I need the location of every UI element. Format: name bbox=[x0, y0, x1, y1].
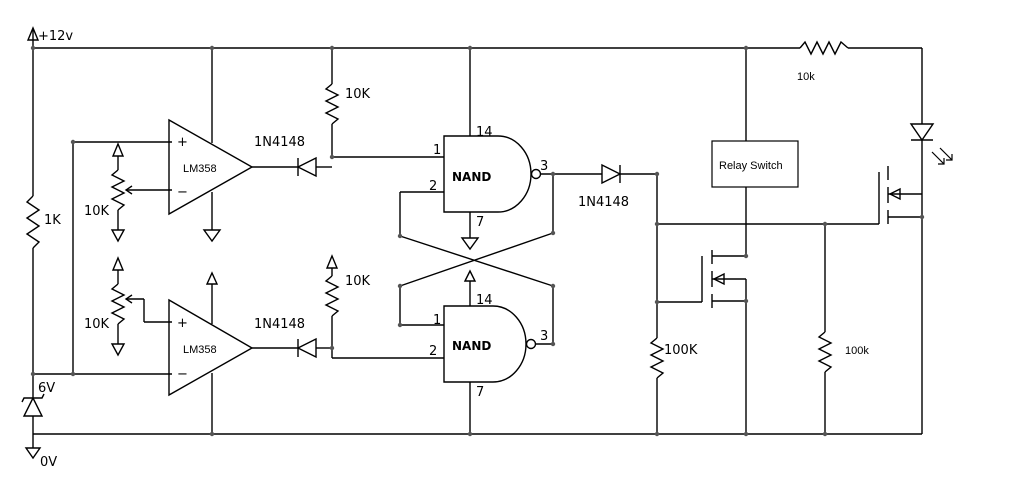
pot-bottom-label: 10K bbox=[84, 317, 110, 332]
opamp-bottom: LM358 + − bbox=[168, 271, 298, 434]
latch-cross-wiring bbox=[399, 174, 554, 344]
reference-wires bbox=[33, 141, 172, 375]
left-divider: 1K bbox=[25, 48, 61, 398]
opamp-bottom-label: LM358 bbox=[183, 344, 217, 356]
gate-pulldown-label: 100K bbox=[664, 343, 698, 358]
diode-output: 1N4148 bbox=[578, 163, 657, 210]
nand-gate-top: NAND 14 1 2 3 7 bbox=[400, 48, 602, 251]
mosfet-led bbox=[878, 166, 923, 434]
ground-symbol: 0V bbox=[24, 440, 57, 470]
mosfet-main bbox=[701, 250, 747, 434]
nand-bottom-pin14: 14 bbox=[476, 293, 493, 308]
nand-gate-bottom: NAND 14 1 2 3 7 bbox=[400, 269, 553, 434]
diode-top: 1N4148 bbox=[254, 135, 332, 178]
diode-output-label: 1N4148 bbox=[578, 195, 629, 210]
divider-resistor bbox=[25, 195, 41, 249]
pullup-top-label: 10K bbox=[345, 87, 371, 102]
nand-bottom-label: NAND bbox=[452, 339, 491, 353]
opamp-top-plus: + bbox=[177, 135, 188, 150]
nand-top-pin14: 14 bbox=[476, 125, 493, 140]
led-branch: 10k bbox=[797, 40, 953, 194]
gate-node: 100K bbox=[649, 174, 702, 434]
potentiometer-bottom: 10K bbox=[84, 256, 172, 357]
nand-top-pin7: 7 bbox=[476, 215, 484, 230]
pullup-bottom-label: 10K bbox=[345, 274, 371, 289]
diode-top-label: 1N4148 bbox=[254, 135, 305, 150]
nand-bottom-pin3: 3 bbox=[540, 329, 548, 344]
ground-label: 0V bbox=[40, 455, 57, 470]
power-rails bbox=[33, 47, 922, 435]
supply-label: +12v bbox=[38, 29, 73, 44]
zener-diode: 6V bbox=[21, 381, 55, 440]
relay-label: Relay Switch bbox=[719, 160, 783, 172]
pullup-bottom: 10K bbox=[324, 254, 444, 359]
supply-terminal: +12v bbox=[26, 26, 73, 48]
nand-top-pin2: 2 bbox=[429, 179, 437, 194]
nand-bottom-pin7: 7 bbox=[476, 385, 484, 400]
nand-top-pin3: 3 bbox=[540, 159, 548, 174]
relay-switch: Relay Switch bbox=[711, 48, 799, 256]
diode-bottom-label: 1N4148 bbox=[254, 317, 305, 332]
junctions bbox=[30, 45, 925, 437]
nand-bottom-pin1: 1 bbox=[433, 313, 441, 328]
led-indicator-icon bbox=[909, 123, 935, 142]
opamp-top: LM358 + − bbox=[168, 48, 298, 243]
led-series-resistor bbox=[799, 40, 849, 56]
opamp-bottom-plus: + bbox=[177, 316, 188, 331]
right-pulldown-label: 100k bbox=[845, 345, 869, 357]
divider-resistor-label: 1K bbox=[44, 213, 61, 228]
nand-top-pin1: 1 bbox=[433, 143, 441, 158]
zener-label: 6V bbox=[38, 381, 55, 396]
potentiometer-top: 10K bbox=[84, 142, 172, 243]
nand-bottom-pin2: 2 bbox=[429, 344, 437, 359]
opamp-top-minus: − bbox=[177, 185, 188, 200]
opamp-top-label: LM358 bbox=[183, 163, 217, 175]
pullup-top: 10K bbox=[324, 48, 444, 158]
nand-top-label: NAND bbox=[452, 170, 491, 184]
pot-top-label: 10K bbox=[84, 204, 110, 219]
gate-bus: 100k bbox=[657, 223, 879, 434]
opamp-bottom-minus: − bbox=[177, 367, 188, 382]
led-resistor-label: 10k bbox=[797, 71, 815, 83]
diode-bottom: 1N4148 bbox=[254, 317, 332, 359]
